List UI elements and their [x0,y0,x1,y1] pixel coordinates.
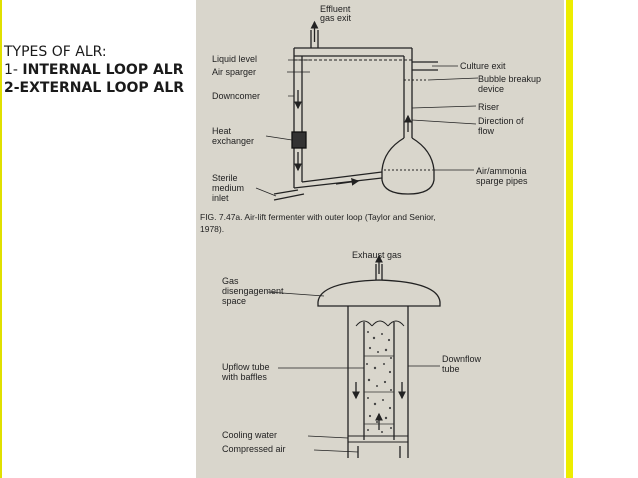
type-item-1-label: INTERNAL LOOP ALR [22,62,184,78]
type-item-2: 2-EXTERNAL LOOP ALR [4,80,185,96]
fig1-external-loop-diagram [273,20,438,201]
bubble-texture [366,331,392,433]
cooling-water-label: Cooling water [222,430,277,440]
fig1-leader-lines [255,59,479,197]
upflow-tube-label-1: Upflow tube [222,362,270,372]
riser-label: Riser [478,102,499,112]
direction-label-2: flow [478,126,495,136]
effluent-label-1: Effluent [320,4,351,14]
air-sparger-label: Air sparger [212,67,256,77]
air-ammonia-label-1: Air/ammonia [476,166,527,176]
direction-label-1: Direction of [478,116,524,126]
sterile-label-3: inlet [212,193,229,203]
alr-types-list: TYPES OF ALR: 1- INTERNAL LOOP ALR 2-EXT… [4,43,184,97]
heat-exchanger-label-1: Heat [212,126,232,136]
airlift-fermenter-diagrams: Effluent gas exit Liquid level Air sparg… [200,4,541,458]
baffle-plates [364,355,394,425]
liquid-level-label: Liquid level [212,54,257,64]
downcomer-label: Downcomer [212,91,260,101]
sterile-label-1: Sterile [212,173,238,183]
bubble-breakup-label-2: device [478,84,504,94]
type-item-1: 1- INTERNAL LOOP ALR [4,61,184,79]
culture-exit-label: Culture exit [460,61,506,71]
gas-disengagement-label-1: Gas [222,276,239,286]
scanned-figure-image: Effluent gas exit Liquid level Air sparg… [196,0,564,478]
fig2-leader-lines [267,291,440,453]
gas-disengagement-label-3: space [222,296,246,306]
fig1-caption-line-1: FIG. 7.47a. Air-lift fermenter with oute… [200,212,436,222]
compressed-air-label: Compressed air [222,444,286,454]
types-heading: TYPES OF ALR: [4,44,107,60]
left-accent-bar [0,0,2,478]
sterile-label-2: medium [212,183,244,193]
fig1-caption-line-2: 1978). [200,224,224,234]
upflow-tube-label-2: with baffles [221,372,267,382]
bubble-breakup-label-1: Bubble breakup [478,74,541,84]
effluent-label-2: gas exit [320,13,352,23]
type-item-1-prefix: 1- [4,62,23,78]
downflow-tube-label-2: tube [442,364,460,374]
exhaust-gas-label: Exhaust gas [352,250,402,260]
heat-exchanger-label-2: exchanger [212,136,254,146]
right-accent-bar [566,0,573,478]
fig2-internal-loop-diagram [317,254,441,458]
downflow-tube-label-1: Downflow [442,354,482,364]
air-ammonia-label-2: sparge pipes [476,176,528,186]
gas-disengagement-label-2: disengagement [222,286,284,296]
